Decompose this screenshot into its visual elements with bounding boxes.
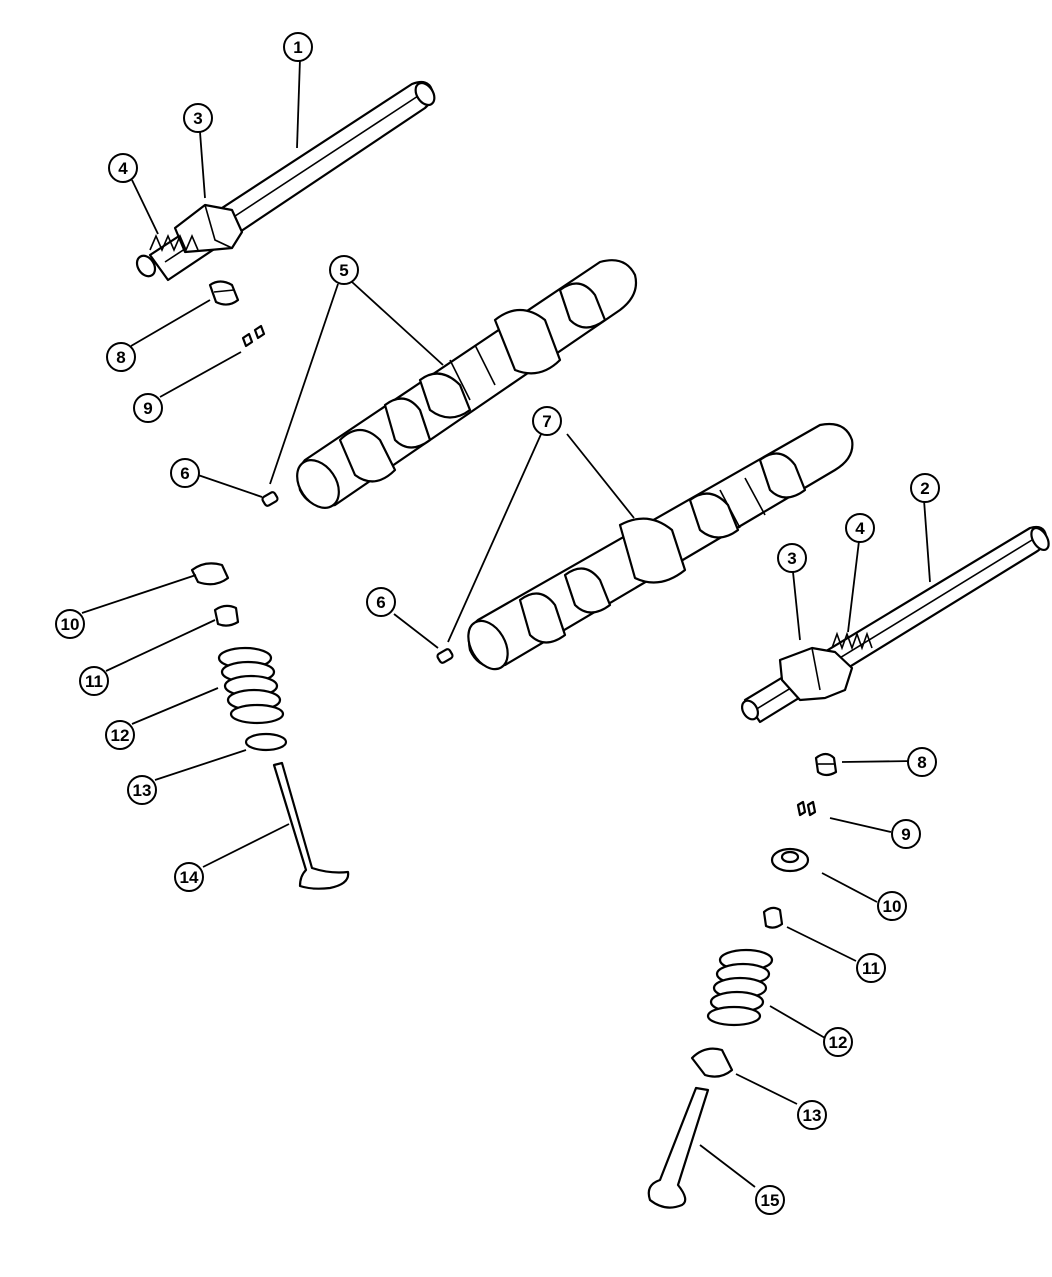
callout-10a: 10 [55,609,85,639]
intake-valve [272,761,350,890]
callout-13b: 13 [797,1100,827,1130]
callout-9a: 9 [133,393,163,423]
woodruff-key-upper [261,491,279,507]
callout-label: 2 [920,479,929,498]
callout-label: 12 [111,726,130,745]
spring-seat-upper [244,732,288,752]
callout-label: 8 [917,753,926,772]
callout-1: 1 [283,32,313,62]
callout-label: 8 [116,348,125,367]
valve-seal-lower [762,906,784,929]
callout-9b: 9 [891,819,921,849]
woodruff-key-lower [436,648,454,664]
callout-6a: 6 [170,458,200,488]
lash-adjuster-upper [208,280,240,306]
spring-retainer-lower [770,847,810,873]
callout-label: 3 [193,109,202,128]
callout-3a: 3 [183,103,213,133]
callout-label: 11 [85,672,103,691]
callout-11b: 11 [856,953,886,983]
callout-11a: 11 [79,666,109,696]
rocker-shaft-upper [135,80,436,282]
callout-label: 15 [761,1191,780,1210]
lash-adjuster-lower [814,752,838,777]
valve-keepers-upper [241,324,266,348]
callout-8a: 8 [106,342,136,372]
callout-label: 10 [61,615,80,634]
callout-14: 14 [174,862,204,892]
callout-label: 10 [883,897,902,916]
callout-10b: 10 [877,891,907,921]
callout-label: 13 [803,1106,822,1125]
camshaft-lower [467,422,854,671]
spring-retainer-upper [190,562,230,586]
callout-label: 12 [829,1033,848,1052]
valve-keepers-lower [796,800,817,817]
valve-spring-upper [217,646,285,725]
callout-15: 15 [755,1185,785,1215]
callout-3b: 3 [777,543,807,573]
callout-label: 4 [855,519,865,538]
exhaust-valve [647,1086,710,1209]
callout-label: 5 [339,261,348,280]
leader-lines [81,58,931,1188]
callout-12b: 12 [823,1027,853,1057]
valve-seal-upper [213,604,240,627]
callout-8b: 8 [907,747,937,777]
callout-label: 13 [133,781,152,800]
callout-13a: 13 [127,775,157,805]
camshaft-upper [296,259,638,509]
rocker-spring-lower [831,631,873,651]
callout-4a: 4 [108,153,138,183]
callout-6b: 6 [366,587,396,617]
callout-label: 9 [143,399,152,418]
callout-label: 1 [293,38,302,57]
callout-label: 9 [901,825,910,844]
callout-7: 7 [532,406,562,436]
callout-5: 5 [329,255,359,285]
callout-2: 2 [910,473,940,503]
callout-label: 6 [376,593,385,612]
callout-label: 3 [787,549,796,568]
callout-12a: 12 [105,720,135,750]
spring-seat-lower [690,1047,734,1078]
callout-label: 6 [180,464,189,483]
valve-spring-lower [706,948,774,1027]
callout-label: 14 [180,868,199,887]
callout-label: 7 [542,412,551,431]
rocker-spring-upper [149,233,199,253]
callout-label: 4 [118,159,128,178]
callout-4b: 4 [845,513,875,543]
rocker-shaft-lower [740,525,1050,724]
callout-label: 11 [862,959,880,978]
